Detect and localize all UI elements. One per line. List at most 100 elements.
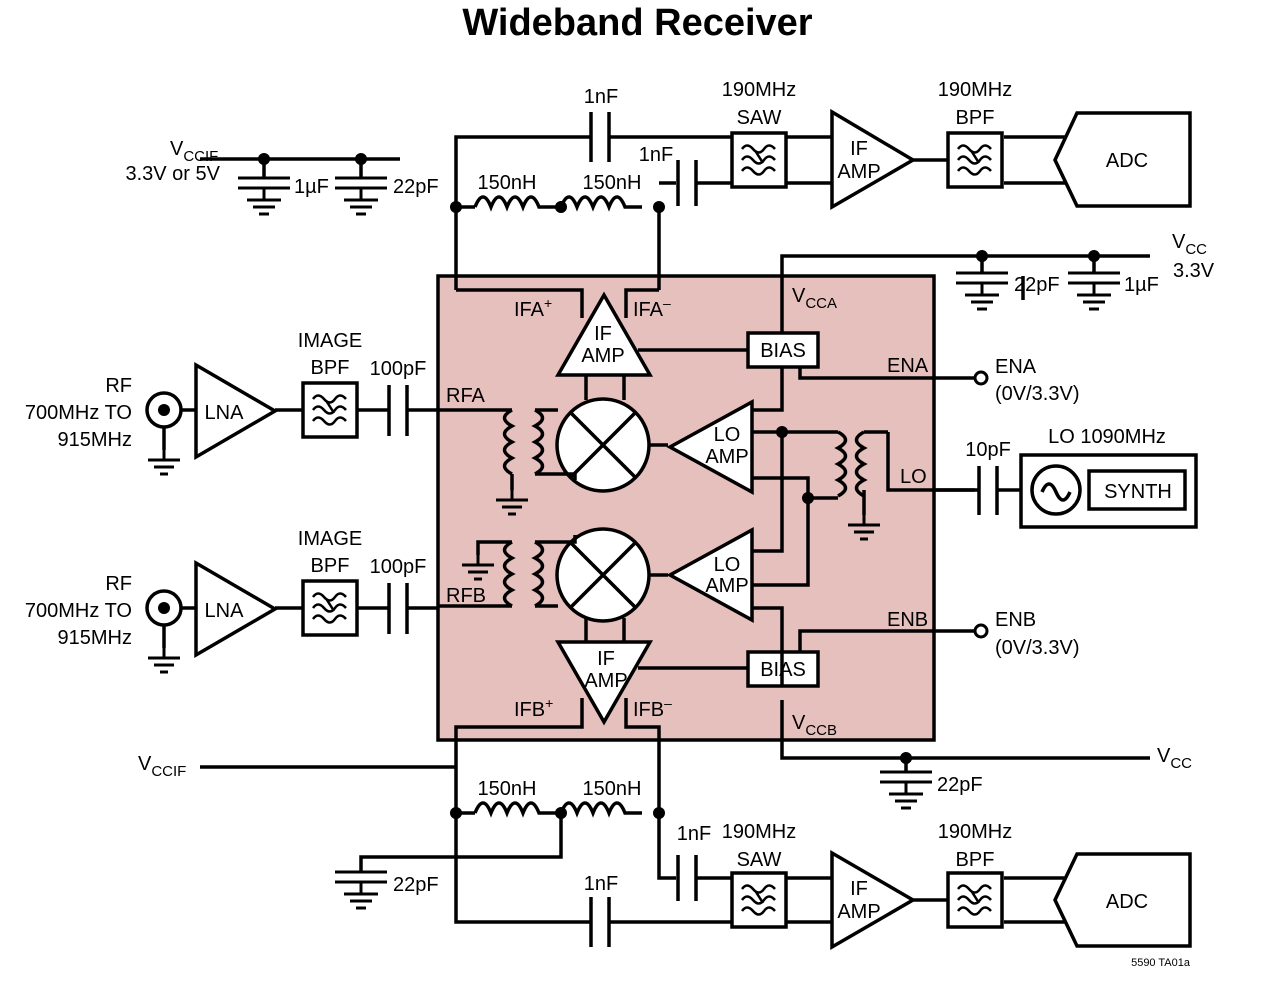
cap-22pf-label: 22pF	[393, 176, 439, 198]
image-bpf-b	[301, 579, 359, 637]
lo-amp-a-label-2: AMP	[705, 446, 748, 468]
ifa-plus-pin: IFA+	[514, 295, 552, 321]
vccb-22pf-label: 22pF	[937, 774, 983, 796]
top-if-amp-label-1: IF	[850, 138, 868, 160]
top-bpf-filter	[946, 131, 1004, 189]
rfb-transformer	[438, 535, 577, 608]
bpf-bottom-freq: 190MHz	[938, 821, 1012, 843]
bottom-saw-filter	[730, 871, 788, 929]
lna-a-label: LNA	[205, 402, 245, 424]
vccif-bottom-label: VCCIF	[138, 753, 186, 780]
bottom-if-amp	[830, 849, 917, 951]
vcca-pin: VCCA	[792, 285, 837, 312]
top-if-amp-label-2: AMP	[837, 161, 880, 183]
rfb-input-range: 700MHz TO	[25, 600, 132, 622]
vcc-1uf-label: 1µF	[1124, 274, 1159, 296]
vcc-22pf-cap	[954, 256, 1010, 311]
rfb-pin: RFB	[446, 585, 486, 607]
ifa-amp	[554, 291, 654, 377]
top-saw-cap	[676, 160, 698, 206]
ena-terminal-level: (0V/3.3V)	[995, 383, 1079, 405]
rfb-100pf-label: 100pF	[370, 556, 427, 578]
bottom-series-cap	[589, 897, 611, 947]
ifa-amp-label-1: IF	[594, 323, 612, 345]
bottom-if-amp-label-2: AMP	[837, 901, 880, 923]
ind-150nh-label-2: 150nH	[583, 172, 642, 194]
rfa-100pf-label: 100pF	[370, 358, 427, 380]
lna-b	[194, 559, 279, 659]
cap-1nf-top-label: 1nF	[584, 86, 618, 108]
ena-pin: ENA	[887, 355, 929, 377]
lo-10pf-cap	[977, 466, 999, 515]
top-series-cap	[589, 112, 611, 162]
enb-terminal-level: (0V/3.3V)	[995, 637, 1079, 659]
rfa-input-range2: 915MHz	[58, 429, 132, 451]
saw-top-label: SAW	[737, 107, 782, 129]
bottom-if-amp-label-1: IF	[850, 878, 868, 900]
saw-bottom-label: SAW	[737, 849, 782, 871]
synth-block	[1087, 469, 1187, 511]
bpf-top-label: BPF	[956, 107, 995, 129]
cap-1nf-bottom-label: 1nF	[584, 873, 618, 895]
cap-1uf-label: 1µF	[294, 176, 329, 198]
top-if-amp	[830, 108, 917, 211]
rfa-transformer	[438, 408, 577, 490]
image-bpf-b-label-2: BPF	[311, 555, 350, 577]
rfb-input-jack	[145, 589, 183, 627]
rfa-input-range: 700MHz TO	[25, 402, 132, 424]
vcc-bottom-label: VCC	[1157, 745, 1192, 772]
lo-10pf-label: 10pF	[965, 439, 1011, 461]
bottom-bpf-filter	[946, 871, 1004, 929]
ind-150nh-label-3: 150nH	[478, 778, 537, 800]
bottom-saw-cap	[676, 855, 698, 901]
vccb-22pf-cap	[878, 770, 934, 810]
lo-amp-a-label-1: LO	[714, 424, 741, 446]
bottom-22pf-label: 22pF	[393, 874, 439, 896]
bpf-top-freq: 190MHz	[938, 79, 1012, 101]
rfa-input-wiring	[162, 408, 438, 450]
top-if-wiring	[200, 135, 1070, 318]
rfb-input-range2: 915MHz	[58, 627, 132, 649]
ifa-minus-pin: IFA–	[633, 295, 671, 321]
lo-transformer	[834, 430, 888, 498]
vccif-22pf-cap	[333, 159, 389, 216]
bottom-22pf-cap	[333, 870, 389, 910]
ifb-amp-label-1: IF	[597, 648, 615, 670]
cap-1nf-saw-bottom-label: 1nF	[677, 823, 711, 845]
vccif-top-label: VCCIF	[170, 138, 218, 165]
lna-a	[194, 361, 279, 461]
lo-amp-b-label-2: AMP	[705, 575, 748, 597]
lo-amp-a	[666, 399, 754, 495]
rfa-input-label: RF	[105, 375, 132, 397]
vcc-top-value: 3.3V	[1173, 260, 1215, 282]
rfa-pin: RFA	[446, 385, 486, 407]
image-bpf-b-label-1: IMAGE	[298, 528, 362, 550]
rfb-input-label: RF	[105, 573, 132, 595]
top-adc	[1053, 111, 1192, 208]
rfb-100pf-cap	[387, 583, 409, 634]
synth-label: SYNTH	[1104, 481, 1172, 503]
diagram-title: Wideband Receiver	[462, 2, 813, 44]
ifa-amp-label-2: AMP	[581, 345, 624, 367]
enb-terminal-label: ENB	[995, 609, 1036, 631]
mixer-a	[555, 397, 651, 493]
ifb-amp-label-2: AMP	[584, 670, 627, 692]
saw-bottom-freq: 190MHz	[722, 821, 796, 843]
saw-top-freq: 190MHz	[722, 79, 796, 101]
top-adc-label: ADC	[1106, 150, 1148, 172]
lo-source-label: LO 1090MHz	[1048, 426, 1166, 448]
ena-terminal-label: ENA	[995, 356, 1037, 378]
bpf-bottom-label: BPF	[956, 849, 995, 871]
ifb-plus-pin: IFB+	[514, 695, 553, 721]
lo-amp-b	[666, 527, 754, 623]
lo-pin: LO	[900, 466, 927, 488]
ind-150nh-label-1: 150nH	[478, 172, 537, 194]
ind-150nh-label-4: 150nH	[583, 778, 642, 800]
image-bpf-a-label-2: BPF	[311, 357, 350, 379]
vcc-22pf-label: 22pF	[1014, 274, 1060, 296]
rfa-input-jack	[145, 391, 183, 429]
figure-code: 5590 TA01a	[1131, 957, 1191, 969]
cap-1nf-saw-label: 1nF	[639, 144, 673, 166]
lo-amp-b-label-1: LO	[714, 554, 741, 576]
